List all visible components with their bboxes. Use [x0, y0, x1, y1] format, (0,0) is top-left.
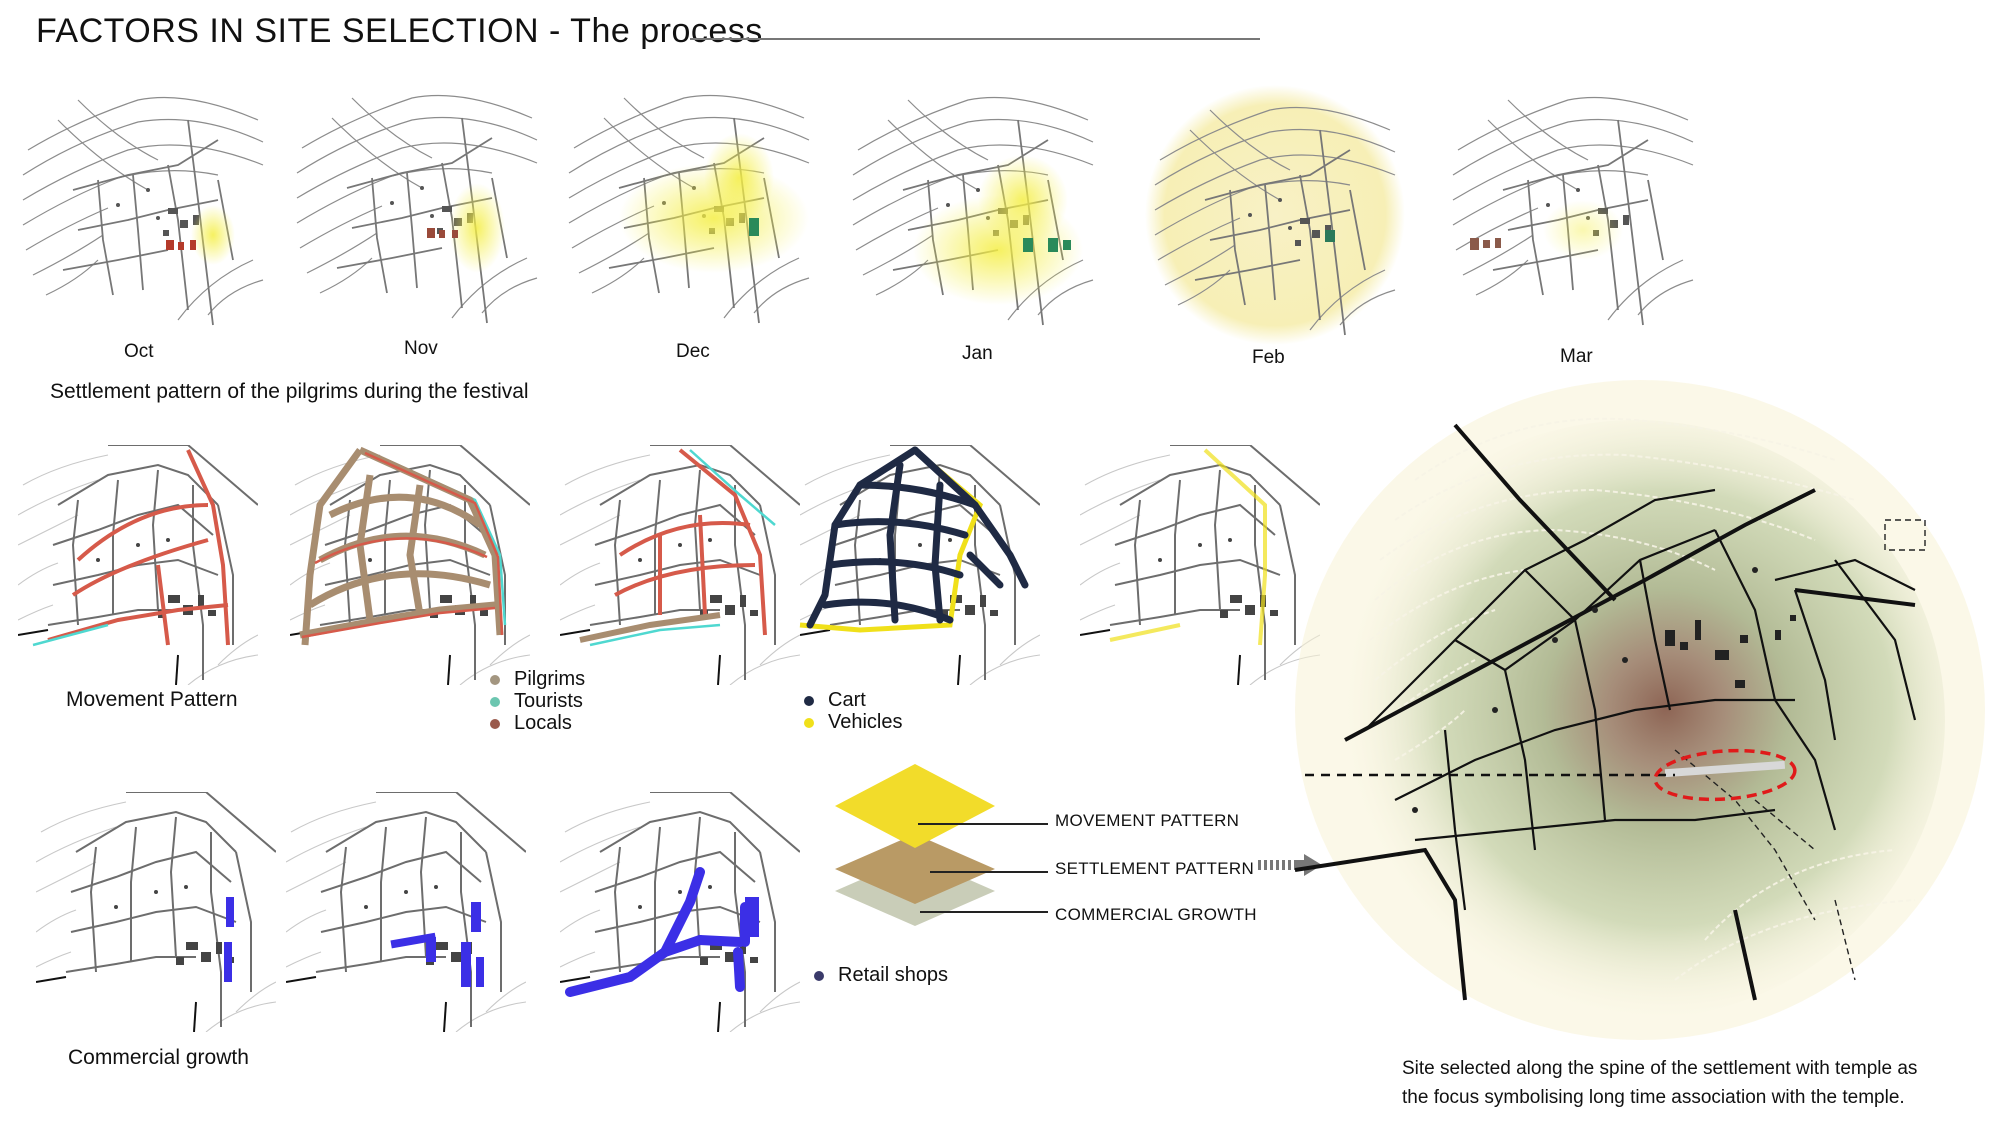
- settlement-caption: Settlement pattern of the pilgrims durin…: [50, 380, 529, 403]
- legend-tourists-label: Tourists: [514, 690, 583, 712]
- commercial-map-stage-1: [36, 792, 276, 1032]
- legend-cart-label: Cart: [828, 689, 866, 711]
- legend-pilgrims-label: Pilgrims: [514, 668, 586, 690]
- layer-label-settlement: SETTLEMENT PATTERN: [1055, 859, 1255, 878]
- legend-retail-label: Retail shops: [838, 964, 949, 986]
- legend-vehicles: Vehicles: [804, 711, 903, 734]
- legend-pilgrims: Pilgrims: [490, 668, 585, 691]
- legend-vehicles-label: Vehicles: [828, 711, 903, 733]
- month-label-oct: Oct: [124, 341, 154, 362]
- map-oct: [18, 80, 268, 330]
- site-selection-map: [1294, 380, 1985, 1040]
- legend-locals-swatch: [490, 718, 500, 729]
- title-divider: [690, 38, 1260, 40]
- legend-pilgrims-swatch: [490, 674, 500, 685]
- map-mar: [1448, 80, 1698, 330]
- site-caption-line-2: the focus symbolising long time associat…: [1402, 1087, 1905, 1108]
- movement-map-transport: [799, 445, 1040, 685]
- layer-label-commercial: COMMERCIAL GROWTH: [1055, 905, 1257, 924]
- selected-site-outline: [1653, 748, 1797, 802]
- legend-locals: Locals: [490, 712, 572, 735]
- map-nov: [292, 78, 542, 328]
- movement-map-pilgrims: [560, 445, 800, 685]
- layer-leader-commercial: [920, 911, 1048, 913]
- legend-tourists: Tourists: [490, 690, 583, 713]
- month-label-jan: Jan: [962, 343, 993, 364]
- legend-retail: Retail shops: [814, 964, 948, 987]
- page-title: FACTORS IN SITE SELECTION - The process: [36, 12, 763, 50]
- month-label-mar: Mar: [1560, 346, 1593, 367]
- movement-map-locals: [18, 445, 258, 685]
- commercial-caption: Commercial growth: [68, 1046, 249, 1069]
- site-selection-caption: Site selected along the spine of the set…: [1402, 1054, 1917, 1112]
- arrow-right-icon: [1258, 854, 1322, 876]
- movement-map-all: [290, 445, 530, 685]
- legend-cart: Cart: [804, 689, 866, 712]
- map-feb: [1145, 85, 1405, 345]
- commercial-map-stage-2: [286, 792, 526, 1032]
- month-label-dec: Dec: [676, 341, 710, 362]
- legend-tourists-swatch: [490, 696, 500, 707]
- layer-leader-settlement: [930, 871, 1048, 873]
- movement-map-vehicles: [1080, 445, 1320, 685]
- layer-settlement: [835, 834, 995, 904]
- legend-retail-swatch: [814, 970, 824, 981]
- legend-vehicles-swatch: [804, 717, 814, 728]
- map-jan: [848, 80, 1098, 330]
- site-caption-line-1: Site selected along the spine of the set…: [1402, 1058, 1918, 1079]
- month-label-nov: Nov: [404, 338, 438, 359]
- movement-caption: Movement Pattern: [66, 688, 238, 711]
- map-dec: [564, 78, 814, 328]
- layer-movement: [835, 764, 995, 848]
- layer-stack-diagram: [835, 764, 995, 926]
- layer-leader-movement: [918, 823, 1048, 825]
- layer-label-movement: MOVEMENT PATTERN: [1055, 811, 1240, 830]
- legend-cart-swatch: [804, 695, 814, 706]
- month-label-feb: Feb: [1252, 347, 1285, 368]
- commercial-map-stage-3: [560, 792, 800, 1032]
- legend-locals-label: Locals: [514, 712, 572, 734]
